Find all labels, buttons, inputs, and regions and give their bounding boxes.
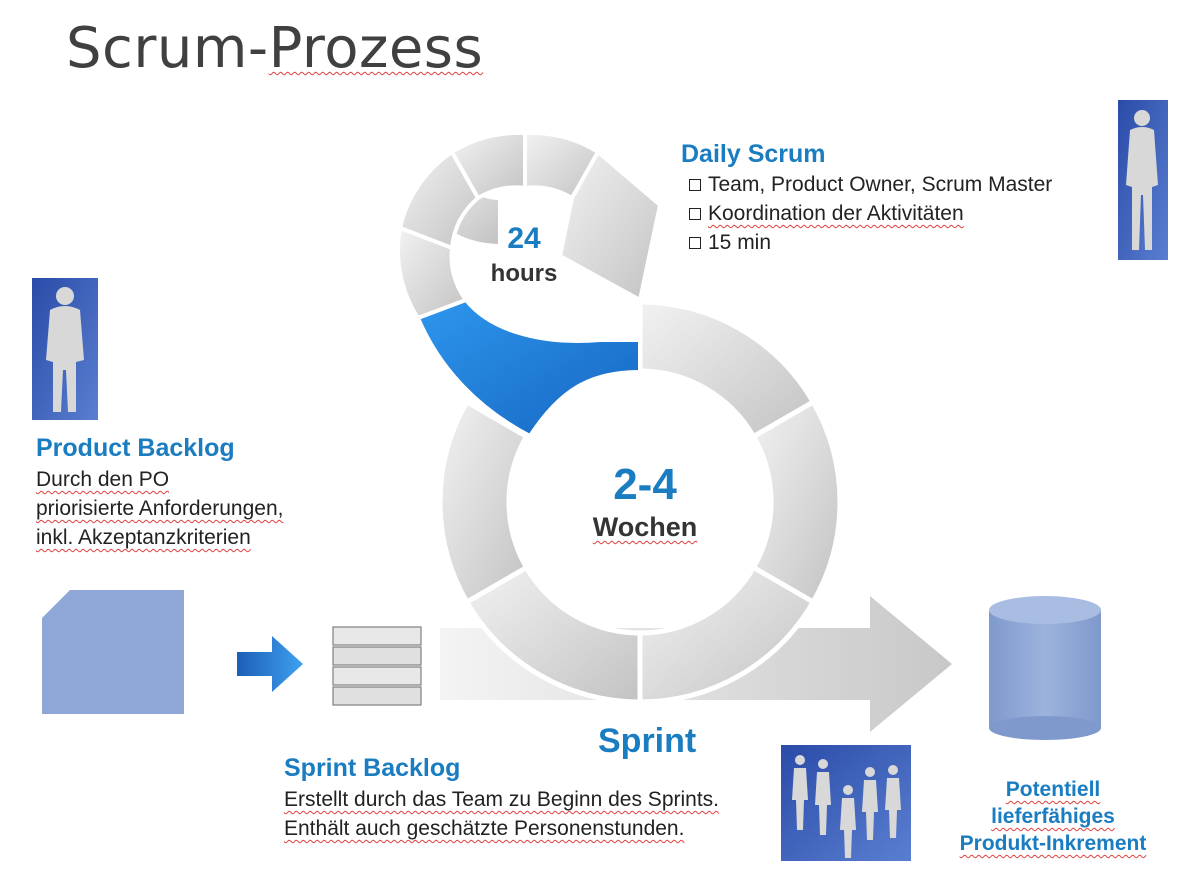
daily-cycle-unit: hours	[490, 260, 558, 287]
list-item: 15 min	[689, 228, 1052, 257]
increment-line: lieferfähiges	[991, 805, 1115, 828]
title-underlined: Prozess	[268, 16, 484, 81]
increment-line: Potentiell	[1005, 778, 1101, 801]
scrum-master-photo	[1118, 100, 1168, 260]
daily-scrum-block: Daily Scrum Team, Product Owner, Scrum M…	[681, 140, 1052, 257]
team-photo	[781, 745, 911, 861]
increment-cylinder	[989, 596, 1101, 740]
backlog-transfer-arrow	[237, 636, 303, 692]
product-backlog-line: inkl. Akzeptanzkriterien	[36, 526, 251, 549]
increment-label: Potentiell lieferfähiges Produkt-Inkreme…	[940, 776, 1166, 857]
sprint-backlog-stack	[332, 626, 422, 706]
product-backlog-line: priorisierte Anforderungen,	[36, 497, 284, 520]
product-backlog-heading: Product Backlog	[36, 434, 235, 462]
sprint-cycle-number: 2-4	[613, 460, 677, 509]
page-title: Scrum-Prozess	[66, 16, 483, 81]
daily-cycle-label: 24 hours	[474, 222, 574, 288]
sprint-cycle-ring	[437, 299, 843, 705]
list-item: Koordination der Aktivitäten	[689, 199, 1052, 228]
daily-to-sprint-segment	[415, 297, 642, 439]
list-item: Team, Product Owner, Scrum Master	[689, 170, 1052, 199]
increment-line: Produkt-Inkrement	[959, 832, 1147, 855]
checkbox-icon	[689, 236, 701, 249]
sprint-cycle-unit: Wochen	[592, 512, 698, 542]
sprint-label: Sprint	[598, 722, 697, 760]
sprint-backlog-block: Sprint Backlog Erstellt durch das Team z…	[284, 754, 719, 843]
product-backlog-line: Durch den PO	[36, 468, 170, 491]
sprint-cycle-label: 2-4 Wochen	[570, 460, 720, 543]
sprint-backlog-line: Erstellt durch das Team zu Beginn des Sp…	[284, 788, 720, 811]
sprint-backlog-line: Enthält auch geschätzte Personenstunden.	[284, 817, 685, 840]
daily-scrum-heading: Daily Scrum	[681, 140, 826, 168]
daily-scrum-list: Team, Product Owner, Scrum Master Koordi…	[689, 170, 1052, 257]
sprint-backlog-heading: Sprint Backlog	[284, 754, 461, 782]
product-backlog-shape	[42, 590, 184, 714]
checkbox-icon	[689, 178, 701, 191]
product-backlog-block: Product Backlog Durch den PO priorisiert…	[36, 434, 283, 552]
daily-cycle-number: 24	[507, 222, 541, 255]
product-owner-photo	[32, 278, 98, 420]
title-main: Scrum-	[66, 16, 269, 81]
daily-cycle-segments	[396, 130, 663, 321]
checkbox-icon	[689, 207, 701, 220]
